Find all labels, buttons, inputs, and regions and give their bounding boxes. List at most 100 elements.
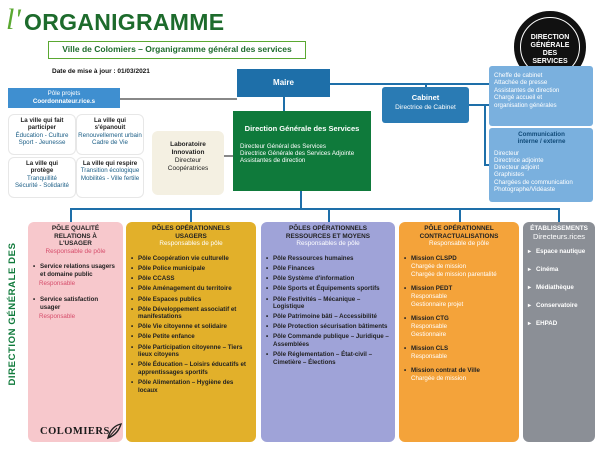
- logo-leaf-icon: [107, 423, 123, 440]
- brand-apostrophe: l': [6, 3, 21, 36]
- connector: [469, 104, 489, 106]
- pole-head-line: PÔLE QUALITÉ: [51, 225, 100, 232]
- communication-item: Directrice adjointe: [494, 156, 544, 164]
- ville-title-line: participer: [27, 124, 57, 132]
- badge-line: DIRECTION: [530, 34, 570, 41]
- connector: [283, 97, 285, 111]
- pole-head-line: ÉTABLISSEMENTS: [530, 225, 588, 232]
- ville-sub-line: Sécurité - Solidarité: [15, 181, 69, 189]
- pole-head-line: RESSOURCES ET MOYENS: [285, 232, 371, 240]
- etablissements: ÉTABLISSEMENTS Directeurs.rices Espace n…: [523, 222, 595, 442]
- pole-head-line: PÔLES OPÉRATIONNELS: [152, 225, 230, 232]
- pole-operationnel-contractualisations: PÔLE OPÉRATIONNEL CONTRACTUALISATIONS Re…: [399, 222, 519, 442]
- list-item-resp: Chargée de mission: [411, 375, 467, 383]
- list-item: Pôle Éducation – Loisirs éducatifs et ap…: [131, 361, 251, 376]
- list-item: Service relations usagers et domaine pub…: [33, 263, 118, 279]
- dgs-title: Direction Générale des Services: [244, 124, 360, 133]
- ville-title-line: protège: [30, 167, 54, 175]
- list-item-resp: Responsable: [411, 293, 448, 301]
- pole-head-line: PÔLES OPÉRATIONNELS: [289, 225, 367, 232]
- connector: [328, 208, 330, 222]
- dgs-box: Direction Générale des Services Directeu…: [233, 111, 371, 191]
- ville-title-line: La ville qui: [26, 160, 58, 167]
- pole-sub: Responsables de pôle: [296, 240, 360, 248]
- communication-box: Communication interne / externe Directeu…: [489, 128, 593, 202]
- pole-sub: Responsable de pôle: [45, 247, 106, 255]
- list-item: Pôle Ressources humaines: [266, 255, 390, 263]
- list-item: Espace nautique: [528, 248, 590, 256]
- pole-sub: Directeurs.rices: [532, 231, 586, 241]
- ville-sub-line: Renouvellement urbain: [78, 131, 142, 139]
- list-item: Médiathèque: [528, 284, 590, 292]
- update-date: Date de mise à jour : 01/03/2021: [52, 68, 150, 75]
- communication-item: Chargées de communication: [494, 178, 573, 186]
- communication-item: Graphistes: [494, 171, 524, 179]
- badge-line: SERVICES: [532, 58, 568, 65]
- list-item-resp: Responsable: [411, 353, 448, 361]
- connector: [190, 208, 192, 222]
- ville-title-line: La ville qui fait: [20, 117, 64, 124]
- pole-sub: Responsables de pôle: [159, 240, 223, 248]
- list-item: Mission CTG: [404, 315, 514, 323]
- ville-sub-line: Cadre de Vie: [91, 138, 128, 146]
- list-item: Pôle Protection sécurisation bâtiments: [266, 323, 390, 331]
- list-item: Pôle Festivités – Mécanique – Logistique: [266, 296, 390, 311]
- pole-head-line: CONTRACTUALISATIONS: [419, 232, 499, 240]
- list-item: Pôle Vie citoyenne et solidaire: [131, 323, 251, 331]
- cabinet-title: Cabinet: [411, 93, 440, 102]
- poles-operationnels-ressources: PÔLES OPÉRATIONNELS RESSOURCES ET MOYENS…: [261, 222, 395, 442]
- list-item: Pôle Police municipale: [131, 265, 251, 273]
- side-banner-text: DIRECTION GÉNÉRALE DES SERVICES: [3, 215, 38, 413]
- communication-item: Directeur: [494, 149, 520, 157]
- connector: [70, 208, 560, 210]
- pole-qualite-usager: PÔLE QUALITÉ RELATIONS À L'USAGER Respon…: [28, 222, 123, 442]
- page-title: ORGANIGRAMME: [24, 9, 225, 35]
- ville-card: La ville qui fait participer Éducation -…: [8, 114, 76, 155]
- pole-head-line: L'USAGER: [59, 240, 92, 248]
- cabinet-staff-box: Cheffe de cabinet Attachée de presse Ass…: [489, 66, 593, 126]
- list-item: Pôle Patrimoine bâti – Accessibilité: [266, 313, 390, 321]
- labo-item: Coopératrices: [167, 165, 209, 172]
- list-item: Pôle Réglementation – État-civil – Cimet…: [266, 351, 390, 366]
- list-item: Pôle Sports et Équipements sportifs: [266, 285, 390, 293]
- connector: [459, 208, 461, 222]
- connector: [224, 155, 233, 157]
- cabinet-staff-item: organisation générales: [494, 101, 557, 109]
- ville-title-line: s'épanouit: [94, 124, 126, 132]
- ville-sub-line: Éducation - Culture: [15, 131, 69, 139]
- list-item-resp: Chargée de mission parentalité: [411, 271, 497, 279]
- list-item: Pôle Coopération vie culturelle: [131, 255, 251, 263]
- communication-title-line: Communication: [518, 131, 565, 138]
- connector: [330, 83, 490, 85]
- list-item: Pôle Aménagement du territoire: [131, 285, 251, 293]
- list-item: Pôle Espaces publics: [131, 296, 251, 304]
- ville-sub-line: Transition écologique: [80, 167, 140, 175]
- list-item: Conservatoire: [528, 302, 590, 310]
- labo-innovation-box: Laboratoire Innovation Directeur Coopéra…: [152, 131, 224, 195]
- list-item-resp: Gestionnaire: [411, 331, 447, 339]
- ville-sub-line: Sport - Jeunesse: [18, 138, 66, 146]
- list-item: Pôle Commande publique – Juridique – Ass…: [266, 333, 390, 348]
- list-item-resp: Chargée de mission: [411, 263, 467, 271]
- list-item: Pôle Alimentation – Hygiène des locaux: [131, 379, 251, 394]
- ville-card: La ville qui s'épanouit Renouvellement u…: [76, 114, 144, 155]
- list-item: Pôle Participation citoyenne – Tiers lie…: [131, 344, 251, 359]
- dgs-item: Directeur Général des Services: [240, 143, 326, 150]
- ville-card: La ville qui protège Tranquillité Sécuri…: [8, 157, 76, 198]
- pole-head-line: RELATIONS À: [54, 232, 97, 240]
- poles-operationnels-usagers: PÔLES OPÉRATIONNELS USAGERS Responsables…: [126, 222, 256, 442]
- connector: [70, 208, 72, 222]
- list-item-resp: Responsable: [411, 323, 448, 331]
- pole-projets-box: Pôle projets Coordonnateur.rice.s: [8, 88, 120, 108]
- maire-box: Maire: [237, 69, 330, 97]
- list-item: Mission PEDT: [404, 285, 514, 293]
- communication-item: Directeur adjoint: [494, 164, 540, 172]
- connector: [484, 105, 486, 165]
- dgs-item: Assistantes de direction: [240, 157, 306, 165]
- ville-title-line: La ville qui respire: [82, 160, 138, 167]
- ville-title-line: La ville qui: [94, 117, 126, 124]
- cabinet-staff-item: Assistantes de direction: [494, 86, 560, 94]
- list-item-resp: Gestionnaire projet: [411, 301, 464, 309]
- ville-sub-line: Tranquillité: [26, 174, 58, 182]
- side-banner: DIRECTION GÉNÉRALE DES SERVICES: [0, 215, 38, 414]
